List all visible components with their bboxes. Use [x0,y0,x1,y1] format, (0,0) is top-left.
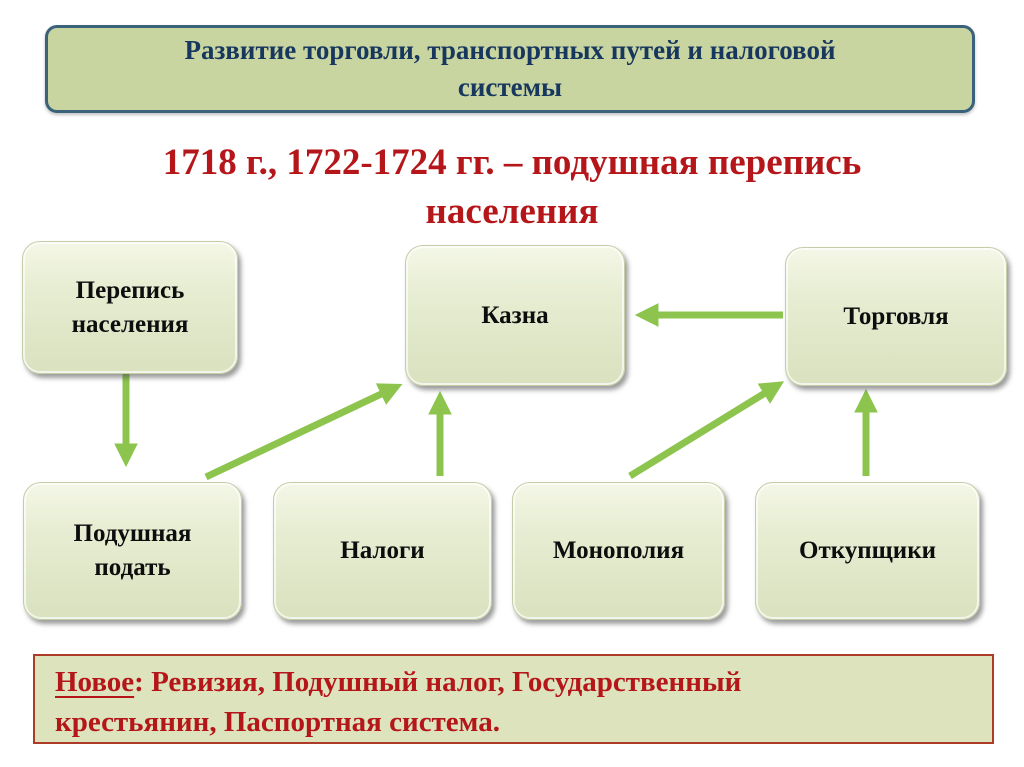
main-title-line-2: населения [425,191,599,232]
arrow-monopoliya-to-torgovlya [628,381,785,479]
node-label: Подушная подать [73,520,192,581]
node-label: Казна [481,301,549,329]
node-podushnaya-podat: Подушная подать [23,482,242,620]
main-title: 1718 г., 1722-1724 гг. – подушная перепи… [0,138,1024,236]
arrow-podushnaya-to-kazna [204,383,403,481]
node-label: Откупщики [799,537,936,565]
main-title-line-1: 1718 г., 1722-1724 гг. – подушная перепи… [162,142,862,183]
node-label: Монополия [552,537,685,565]
node-monopoliya: Монополия [512,482,725,620]
node-nalogi: Налоги [273,482,492,620]
footer-line-2: крестьянин, Паспортная система. [55,706,500,738]
node-label: Налоги [340,537,425,565]
node-kazna: Казна [405,245,625,386]
header-title-line-2: системы [457,72,563,102]
footer-lead-word: Новое [55,666,135,698]
footer-note: Новое: Ревизия, Подушный налог, Государс… [33,654,994,744]
node-torgovlya: Торговля [785,247,1007,386]
footer-rest-line-1: : Ревизия, Подушный налог, Государственн… [134,666,742,698]
node-perepis-naseleniya: Перепись населения [22,241,238,374]
node-label: Перепись населения [71,276,189,338]
footer-text: Новое: Ревизия, Подушный налог, Государс… [55,662,974,742]
header-title-line-1: Развитие торговли, транспортных путей и … [184,35,836,65]
header-banner: Развитие торговли, транспортных путей и … [45,25,975,113]
node-label: Торговля [843,302,949,330]
node-otkupschiki: Откупщики [755,482,980,620]
